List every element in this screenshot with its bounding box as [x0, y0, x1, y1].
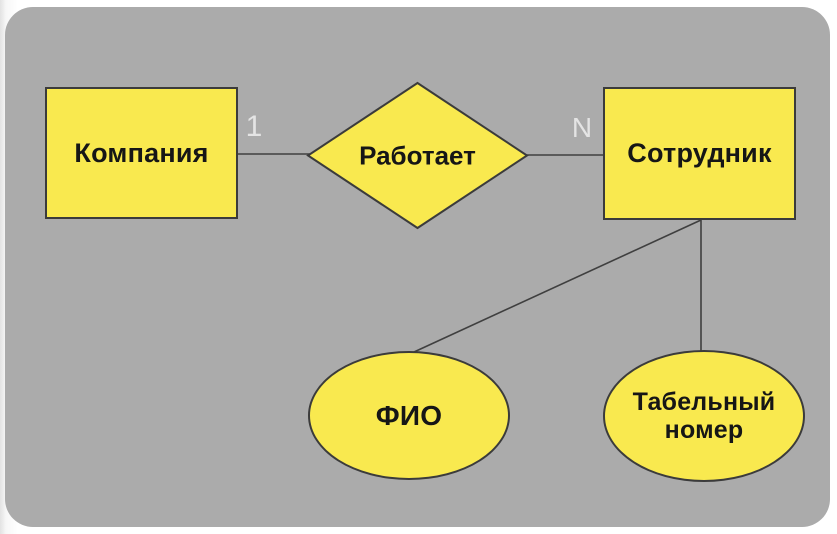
entity-company-label: Компания	[74, 137, 209, 168]
attribute-fio-label: ФИО	[375, 399, 443, 431]
entity-employee: Сотрудник	[603, 87, 796, 220]
entity-employee-label: Сотрудник	[627, 138, 772, 168]
cardinality-n-label: N	[571, 112, 593, 143]
attribute-tab-number: Табельный номер	[603, 350, 805, 482]
entity-company: Компания	[45, 87, 238, 219]
cardinality-one-label: 1	[245, 110, 263, 143]
attribute-fio: ФИО	[308, 351, 510, 480]
attribute-tab-number-label: Табельный номер	[632, 388, 776, 444]
relationship-works-label: Работает	[359, 140, 476, 171]
